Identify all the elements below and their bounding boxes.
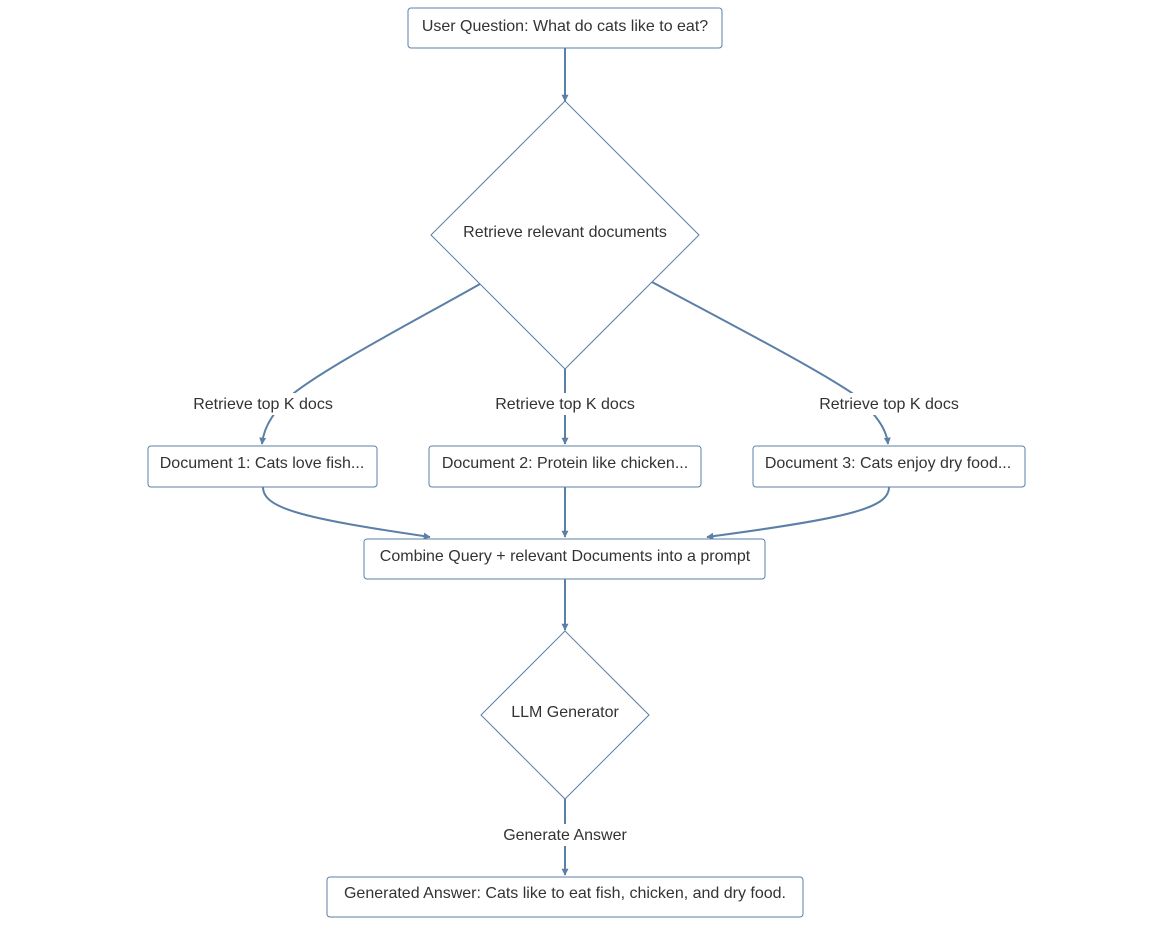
node-label: User Question: What do cats like to eat? xyxy=(422,18,708,35)
edge-label-retrieve-doc1: Retrieve top K docs xyxy=(188,393,338,415)
edge-doc3-to-combine xyxy=(706,486,890,540)
edge-label-text: Retrieve top K docs xyxy=(193,396,333,413)
node-user-question: User Question: What do cats like to eat? xyxy=(407,7,723,49)
edge-retrieve-to-doc3 xyxy=(651,281,891,445)
edge-label-text: Generate Answer xyxy=(503,827,627,844)
node-label: Combine Query + relevant Documents into … xyxy=(380,548,751,565)
node-label: LLM Generator xyxy=(511,704,619,721)
node-label: Document 2: Protein like chicken... xyxy=(442,455,688,472)
node-label: Document 3: Cats enjoy dry food... xyxy=(765,455,1011,472)
edge-doc1-to-combine xyxy=(262,486,431,540)
edge-label-text: Retrieve top K docs xyxy=(819,396,959,413)
edge-label-retrieve-doc2: Retrieve top K docs xyxy=(490,393,640,415)
edge-retrieve-to-doc1 xyxy=(259,283,481,445)
node-label: Document 1: Cats love fish... xyxy=(160,455,365,472)
node-label: Generated Answer: Cats like to eat fish,… xyxy=(344,885,786,902)
edge-label-generate-answer: Generate Answer xyxy=(497,824,633,846)
node-generated-answer: Generated Answer: Cats like to eat fish,… xyxy=(326,876,804,918)
edge-label-retrieve-doc3: Retrieve top K docs xyxy=(814,393,964,415)
node-label: Retrieve relevant documents xyxy=(463,224,667,241)
node-retrieve-decision: Retrieve relevant documents xyxy=(430,100,700,370)
node-combine-prompt: Combine Query + relevant Documents into … xyxy=(363,538,766,580)
edge-label-text: Retrieve top K docs xyxy=(495,396,635,413)
node-document-3: Document 3: Cats enjoy dry food... xyxy=(752,445,1026,488)
node-llm-generator: LLM Generator xyxy=(480,630,650,800)
node-document-2: Document 2: Protein like chicken... xyxy=(428,445,702,488)
node-document-1: Document 1: Cats love fish... xyxy=(147,445,378,488)
